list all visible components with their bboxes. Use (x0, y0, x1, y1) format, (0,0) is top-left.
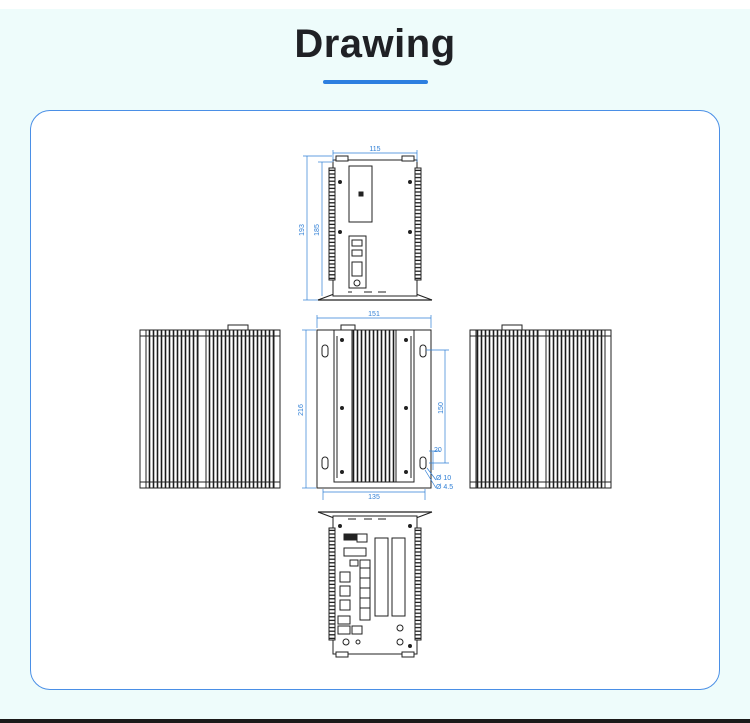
dim-hole-10: Ø 10 (436, 475, 451, 482)
dim-slot-offset-20: 20 (434, 447, 442, 454)
top-strip (0, 0, 750, 9)
left-side-view (139, 324, 281, 489)
dim-hole-4-5: Ø 4.5 (436, 484, 453, 491)
title-underline (323, 80, 428, 84)
dim-width-115: 115 (369, 146, 380, 153)
top-view (317, 155, 433, 301)
bottom-view (317, 511, 433, 658)
dim-mount-spacing-135: 135 (368, 494, 380, 501)
dim-width-151: 151 (368, 311, 380, 318)
front-view (316, 324, 432, 489)
dim-height-185: 185 (314, 224, 321, 236)
dim-height-193: 193 (299, 224, 306, 236)
right-side-view (469, 324, 612, 489)
dim-slot-spacing-150: 150 (438, 402, 445, 414)
bottom-rule (0, 719, 750, 723)
top-view-dimensions (303, 150, 418, 301)
dim-height-216: 216 (298, 404, 305, 416)
front-view-dimensions (302, 315, 449, 500)
page-title: Drawing (294, 22, 456, 66)
